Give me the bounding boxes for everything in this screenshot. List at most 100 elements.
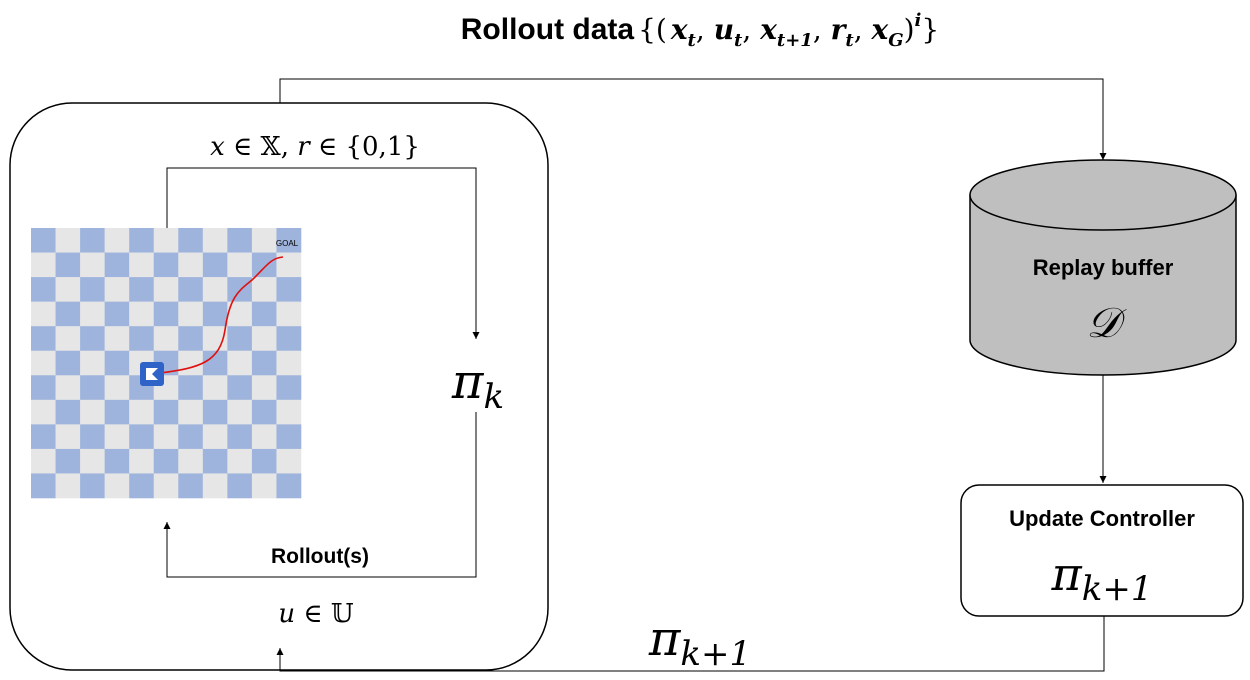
title-t4-base: x [871, 13, 889, 46]
title-comma-3: , [813, 13, 831, 46]
grid-cell [276, 473, 302, 499]
grid-cell [202, 350, 228, 376]
title-t3-base: r [831, 13, 848, 46]
grid-cell [251, 399, 277, 425]
grid-cell [129, 301, 155, 327]
grid-cell [31, 448, 56, 474]
title-t1-base: u [714, 13, 734, 46]
grid-cell [202, 375, 228, 401]
action-arrow [163, 412, 477, 578]
grid-cell [178, 399, 204, 425]
grid-cell [178, 228, 204, 253]
grid-cell [276, 448, 302, 474]
grid-cell [80, 424, 105, 450]
grid-cell [80, 228, 105, 253]
feedback-policy: πk+1 [648, 611, 751, 674]
grid-cell [104, 399, 130, 425]
title-t0-sub: t [688, 30, 697, 51]
grid-cell [31, 424, 56, 450]
controller-policy: πk+1 [1051, 547, 1153, 609]
grid-cell [153, 326, 179, 352]
grid-cell [227, 228, 253, 253]
grid-cell [178, 424, 204, 450]
grid-cell [202, 326, 228, 352]
title-brace-close: } [921, 13, 939, 46]
grid-cell [178, 326, 204, 352]
title-comma-4: , [854, 13, 872, 46]
observation-reward-label: x ∈ 𝕏, r ∈ {0,1} [210, 132, 420, 162]
grid-cell [31, 277, 56, 302]
grid-cell [104, 448, 130, 474]
grid-cell [55, 424, 81, 450]
policy-pi-k: πk [451, 354, 504, 417]
grid-cell [178, 375, 204, 401]
grid-cell [31, 399, 56, 425]
grid-cell [55, 350, 81, 376]
grid-cell [80, 375, 105, 401]
grid-cell [227, 375, 253, 401]
title-t4-sub: G [888, 30, 903, 51]
grid-cell [153, 228, 179, 253]
grid-cell [31, 301, 56, 327]
replay-buffer-cylinder [969, 159, 1237, 376]
grid-cell [276, 399, 302, 425]
grid-cell [227, 448, 253, 474]
grid-cell [227, 277, 253, 302]
grid-cell [251, 375, 277, 401]
grid-cell [104, 473, 130, 499]
title-label: Rollout data [461, 13, 635, 46]
grid-cell [104, 375, 130, 401]
grid-cell [55, 277, 81, 302]
grid-cell [227, 424, 253, 450]
grid-cell [227, 350, 253, 376]
grid-cell [104, 301, 130, 327]
grid-cell [251, 277, 277, 302]
grid-cell [227, 473, 253, 499]
grid-cell [80, 277, 105, 302]
grid-cell [251, 252, 277, 278]
grid-cell [80, 350, 105, 376]
grid-cell [178, 301, 204, 327]
title-t2-sub: t+1 [777, 30, 813, 51]
grid-cell [80, 326, 105, 352]
grid-cell [202, 424, 228, 450]
grid-cell [31, 375, 56, 401]
grid-cell [276, 424, 302, 450]
grid-cell [55, 399, 81, 425]
grid-cell [129, 277, 155, 302]
grid-cell [31, 228, 56, 253]
grid-cell [104, 424, 130, 450]
grid-cell [178, 277, 204, 302]
grid-cell [55, 375, 81, 401]
replay-buffer-label: Replay buffer [1033, 255, 1174, 280]
environment-box [9, 102, 549, 671]
grid-cell [153, 448, 179, 474]
grid-cell [276, 326, 302, 352]
grid-cell [80, 448, 105, 474]
grid-cell [251, 326, 277, 352]
title-t3-sub: t [845, 30, 854, 51]
action-label: u ∈ 𝕌 [278, 599, 354, 629]
grid-cell [55, 252, 81, 278]
grid-cell [178, 473, 204, 499]
grid-cell [55, 301, 81, 327]
grid-cell [178, 350, 204, 376]
grid-cell [251, 301, 277, 327]
title-comma-2: , [742, 13, 760, 46]
grid-cell [202, 228, 228, 253]
grid-cell [55, 473, 81, 499]
grid-cell [153, 277, 179, 302]
grid-cell [129, 473, 155, 499]
grid-cell [31, 473, 56, 499]
grid-cell [129, 228, 155, 253]
goal-label: GOAL [276, 239, 299, 248]
grid-cell [153, 399, 179, 425]
grid-cell [202, 277, 228, 302]
grid-cell [80, 399, 105, 425]
grid-cell [202, 473, 228, 499]
title-comma-1: , [696, 13, 714, 46]
diagram-title: Rollout data {( xt, ut, xt+1, rt, xG)i} [461, 10, 939, 51]
title-t2-base: x [759, 13, 777, 46]
grid-cell [129, 252, 155, 278]
